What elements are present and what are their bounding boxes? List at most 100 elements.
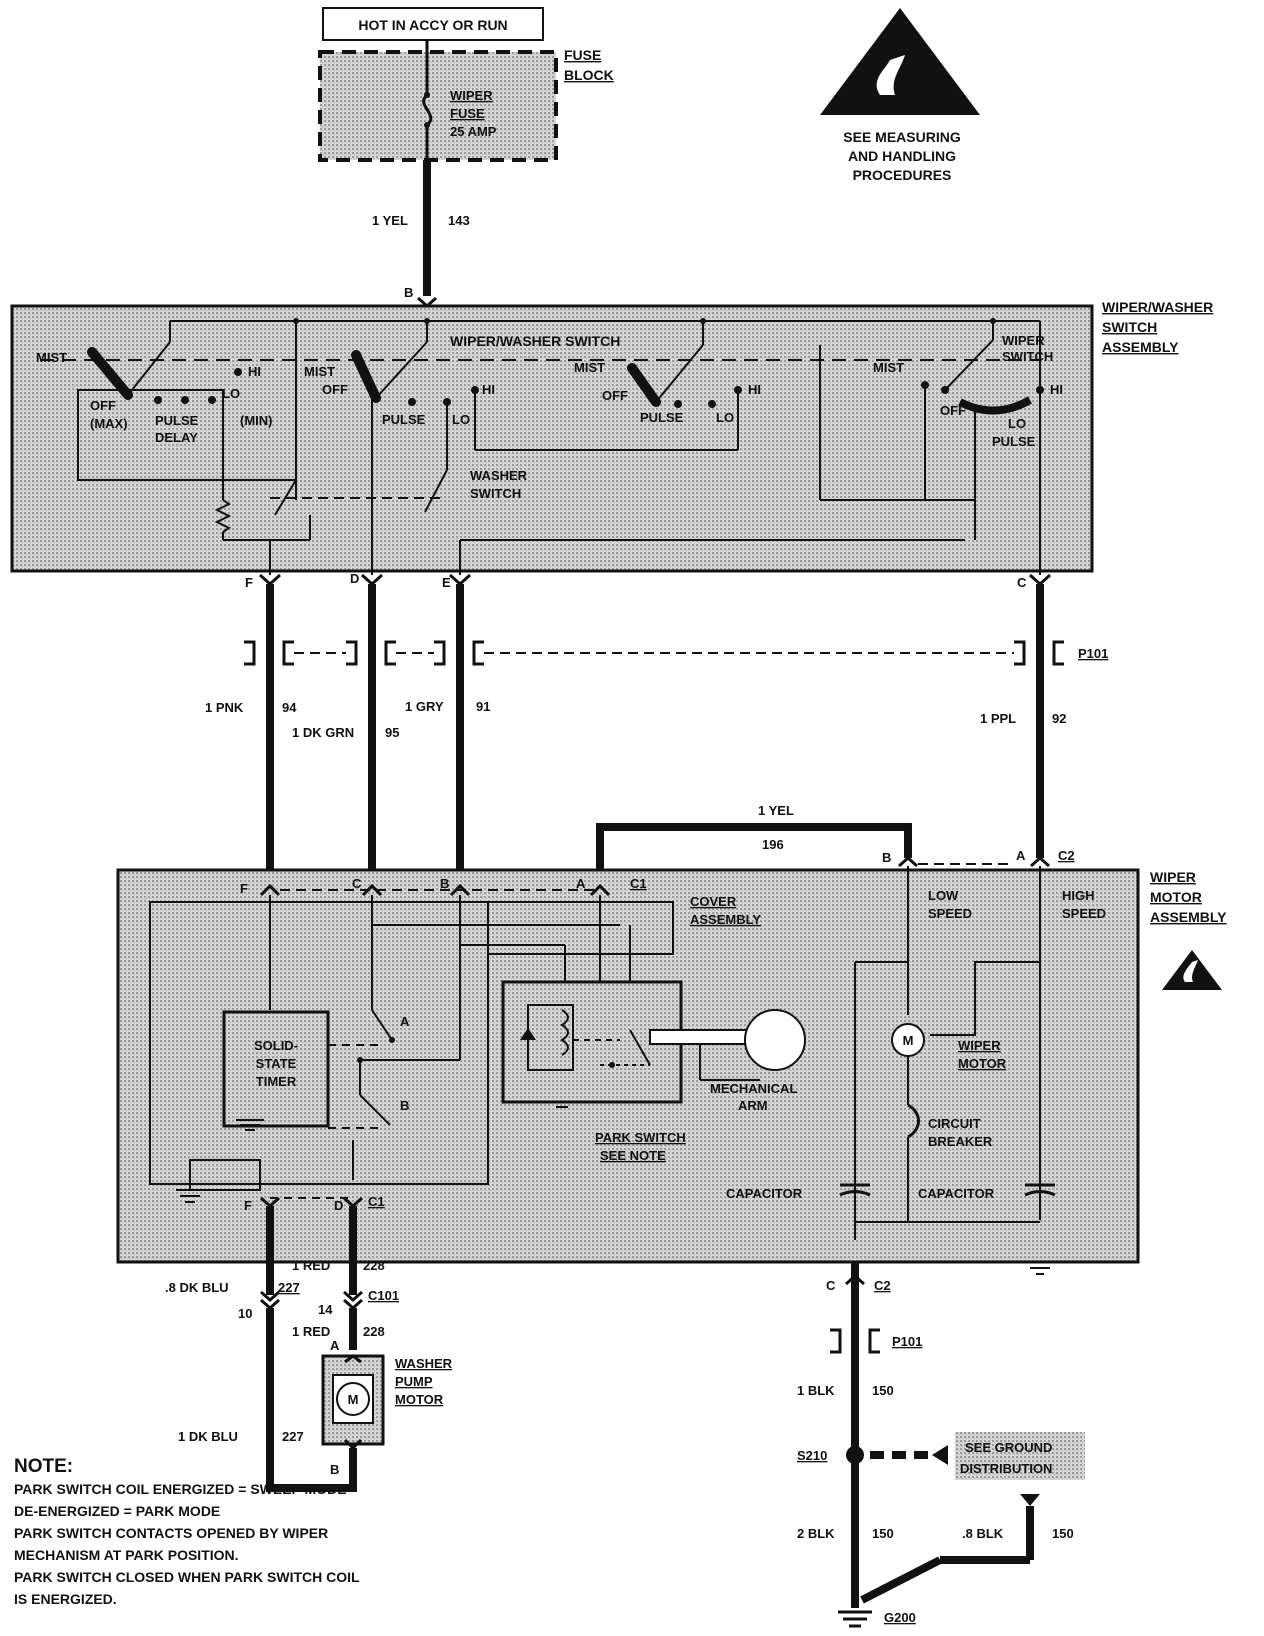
motor-assembly-title-3: ASSEMBLY (1150, 909, 1227, 925)
wire-92-color: 1 PPL (980, 711, 1016, 726)
note-line-1: PARK SWITCH COIL ENERGIZED = SWEEP MODE (14, 1481, 347, 1497)
wire-150b-color: 2 BLK (797, 1526, 835, 1541)
motor-c2-pin-a: A (1016, 848, 1026, 863)
relay-b-label: B (400, 1098, 409, 1113)
wire-150a-color: 1 BLK (797, 1383, 835, 1398)
hot-in-accy-box (322, 7, 544, 41)
wire-228a-color: 1 RED (292, 1258, 330, 1273)
note-line-5: PARK SWITCH CLOSED WHEN PARK SWITCH COIL (14, 1569, 360, 1585)
ground-dist-arrow-icon (932, 1445, 948, 1465)
wire-196-color: 1 YEL (758, 803, 794, 818)
wire-94-circuit: 94 (282, 700, 297, 715)
relay-a-label: A (400, 1014, 410, 1029)
off-label-2: OFF (322, 382, 348, 397)
mist-label-3: MIST (574, 360, 605, 375)
high-speed-label-2: SPEED (1062, 906, 1106, 921)
hot-in-accy-label: HOT IN ACCY OR RUN (358, 17, 507, 33)
wire-227b-circuit: 227 (282, 1429, 304, 1444)
capacitor-label-left: CAPACITOR (726, 1186, 803, 1201)
p101-label-bottom: P101 (892, 1334, 922, 1349)
high-speed-label-1: HIGH (1062, 888, 1095, 903)
mist-label-1: MIST (36, 350, 67, 365)
min-label: (MIN) (240, 413, 273, 428)
hi-label-2: HI (482, 382, 495, 397)
c101-num-10: 10 (238, 1306, 252, 1321)
lo-label-3: LO (716, 410, 734, 425)
wire-94-color: 1 PNK (205, 700, 244, 715)
ground-distribution-box (955, 1432, 1085, 1480)
pump-label-3: MOTOR (395, 1392, 444, 1407)
pump-label-1: WASHER (395, 1356, 453, 1371)
motor-assembly-title-1: WIPER (1150, 869, 1196, 885)
g200-ground-icon (838, 1610, 872, 1628)
switch-pin-b: B (404, 285, 413, 300)
p101-connector-bottom (830, 1328, 880, 1354)
note-line-4: MECHANISM AT PARK POSITION. (14, 1547, 239, 1563)
c2-label-top: C2 (1058, 848, 1075, 863)
ground-dist-label-1: SEE GROUND (965, 1440, 1052, 1455)
mechanical-arm (649, 1029, 751, 1045)
note-line-2: DE-ENERGIZED = PARK MODE (14, 1503, 220, 1519)
note-heading: NOTE: (14, 1456, 73, 1477)
p101-connector-top (244, 640, 1064, 666)
lever-1-icon (87, 347, 133, 400)
wire-228a-circuit: 228 (363, 1258, 385, 1273)
resistor-icon (214, 499, 232, 533)
wiper-fuse-rating: 25 AMP (450, 124, 497, 139)
timer-label-1: SOLID- (254, 1038, 298, 1053)
motor-assembly-title-2: MOTOR (1150, 889, 1202, 905)
lo-pulse-arc (958, 396, 1032, 415)
switch-pin-f: F (245, 575, 253, 590)
wiper-fuse-label-2: FUSE (450, 106, 485, 121)
wire-92-circuit: 92 (1052, 711, 1066, 726)
washer-switch-label-2: SWITCH (470, 486, 521, 501)
wire-150c-circuit: 150 (1052, 1526, 1074, 1541)
motor-bottom-pin-d: D (334, 1198, 343, 1213)
lo-label-1: LO (222, 386, 240, 401)
switch-pin-c: C (1017, 575, 1027, 590)
mist-label-2: MIST (304, 364, 335, 379)
motor-pin-c: C (352, 876, 362, 891)
motor-pin-b: B (440, 876, 449, 891)
wiper-motor-symbol: M (903, 1033, 914, 1048)
g200-label: G200 (884, 1610, 916, 1625)
wire-228b-color: 1 RED (292, 1324, 330, 1339)
pump-pin-a: A (330, 1338, 340, 1353)
motor-c2-pin-c: C (826, 1278, 836, 1293)
mech-arm-label-1: MECHANICAL (710, 1081, 797, 1096)
wire-227a-circuit: 227 (278, 1280, 300, 1295)
wire-95-color: 1 DK GRN (292, 725, 354, 740)
esd-line-1: SEE MEASURING (843, 129, 961, 145)
pulse-label-1: PULSE (155, 413, 199, 428)
switch-assembly-title-1: WIPER/WASHER (1102, 299, 1213, 315)
off-label-1: OFF (90, 398, 116, 413)
c1-label-bottom: C1 (368, 1194, 385, 1209)
wire-227b-color: 1 DK BLU (178, 1429, 238, 1444)
wire-150a-circuit: 150 (872, 1383, 894, 1398)
hi-label-1: HI (248, 364, 261, 379)
c1-label-top: C1 (630, 876, 647, 891)
wiper-motor-label-1: WIPER (958, 1038, 1001, 1053)
switch-name: WIPER/WASHER SWITCH (450, 333, 620, 349)
wire-91-circuit: 91 (476, 699, 490, 714)
wiper-switch-label-1: WIPER (1002, 333, 1045, 348)
timer-label-3: TIMER (256, 1074, 297, 1089)
switch-assembly-title-2: SWITCH (1102, 319, 1157, 335)
p101-label-top: P101 (1078, 646, 1108, 661)
cover-label-1: COVER (690, 894, 737, 909)
s210-label: S210 (797, 1448, 827, 1463)
hi-label-3: HI (748, 382, 761, 397)
motor-ground-icon (1025, 1261, 1055, 1275)
circuit-breaker-icon (907, 1103, 920, 1139)
switch-assembly-title-3: ASSEMBLY (1102, 339, 1179, 355)
park-label-1: PARK SWITCH (595, 1130, 686, 1145)
wiper-fuse-label-1: WIPER (450, 88, 493, 103)
wire-143-circuit: 143 (448, 213, 470, 228)
c101-label: C101 (368, 1288, 399, 1303)
pump-motor-icon (336, 1382, 370, 1416)
pump-motor-symbol: M (348, 1392, 359, 1407)
lo-label-2: LO (452, 412, 470, 427)
low-speed-label-1: LOW (928, 888, 959, 903)
fuse-block-label-1: FUSE (564, 47, 601, 63)
